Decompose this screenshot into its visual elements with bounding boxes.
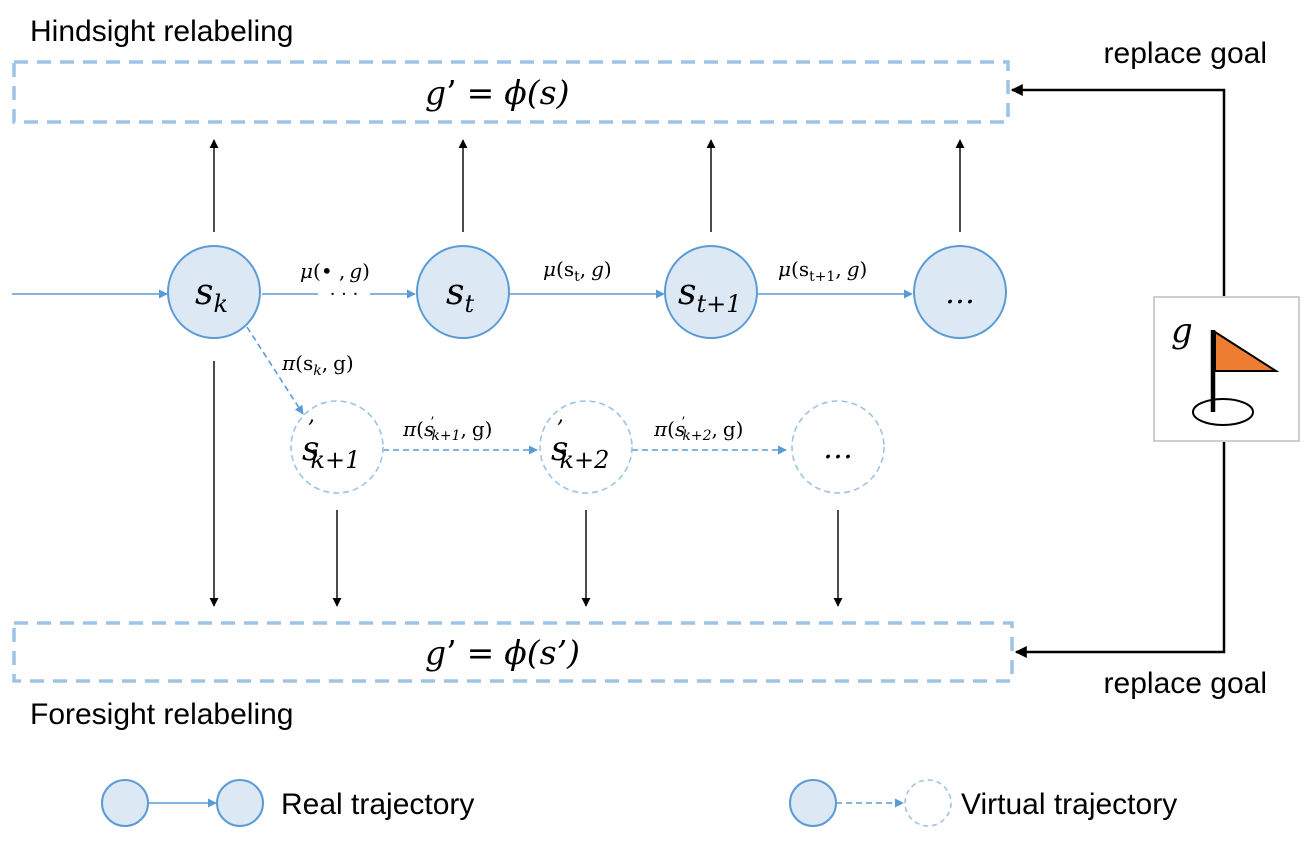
- node-real-more: [913, 245, 1007, 339]
- edge-label-pi-sk2: π(s’k+2,g): [653, 415, 743, 444]
- foresight-title: Foresight relabeling: [30, 698, 293, 731]
- node-real-more-label: …: [945, 276, 975, 311]
- edge-label-pi-sk1: π(s’k+1,g): [402, 415, 492, 444]
- connector-goal-to-hindsight: [1010, 84, 1226, 296]
- flag-icon: [1192, 330, 1280, 426]
- connector-goal-to-foresight: [1014, 442, 1226, 658]
- node-sk: [167, 245, 261, 339]
- legend-virtual-node-b: [904, 779, 952, 827]
- node-sk1: [290, 400, 384, 494]
- foresight-replace-goal-label: replace goal: [1104, 667, 1267, 700]
- node-sk2-label: s’k+2: [551, 417, 609, 474]
- node-st1-label: st+1: [678, 272, 742, 318]
- node-virtual-more: [791, 400, 885, 494]
- legend-real-node-a: [101, 779, 149, 827]
- node-st: [416, 245, 510, 339]
- edge-label-mu-dot: μ(• ,g): [300, 259, 370, 283]
- legend-real-node-b: [216, 779, 264, 827]
- edge-sk-sk1-dashed: [246, 326, 304, 415]
- edge-label-mu-st1: μ(st+1,g): [778, 257, 867, 285]
- legend-real-label: Real trajectory: [281, 788, 474, 821]
- node-sk-label: sk: [195, 272, 228, 318]
- node-sk2: [539, 400, 633, 494]
- node-st-label: st: [446, 272, 474, 318]
- hindsight-replace-goal-label: replace goal: [1104, 37, 1267, 70]
- node-sk1-label: s’k+1: [302, 417, 360, 474]
- goal-label: g: [1171, 311, 1193, 351]
- hindsight-title: Hindsight relabeling: [30, 15, 294, 48]
- foresight-formula: g’=ϕ(s’): [425, 633, 580, 672]
- legend-virtual-node-a: [789, 779, 837, 827]
- legend-virtual-label: Virtual trajectory: [961, 788, 1177, 821]
- dots-mask: [318, 284, 370, 304]
- hindsight-goal-box: [12, 60, 1010, 124]
- edge-label-pi-sk: π(sk,g): [281, 351, 354, 379]
- edge-dots: · · ·: [330, 284, 359, 305]
- hindsight-formula: g’=ϕ(s): [425, 73, 569, 112]
- node-virtual-more-label: …: [823, 431, 853, 466]
- edge-label-mu-st: μ(st,g): [543, 257, 612, 285]
- node-st1: [664, 245, 758, 339]
- foresight-goal-box: [12, 621, 1014, 683]
